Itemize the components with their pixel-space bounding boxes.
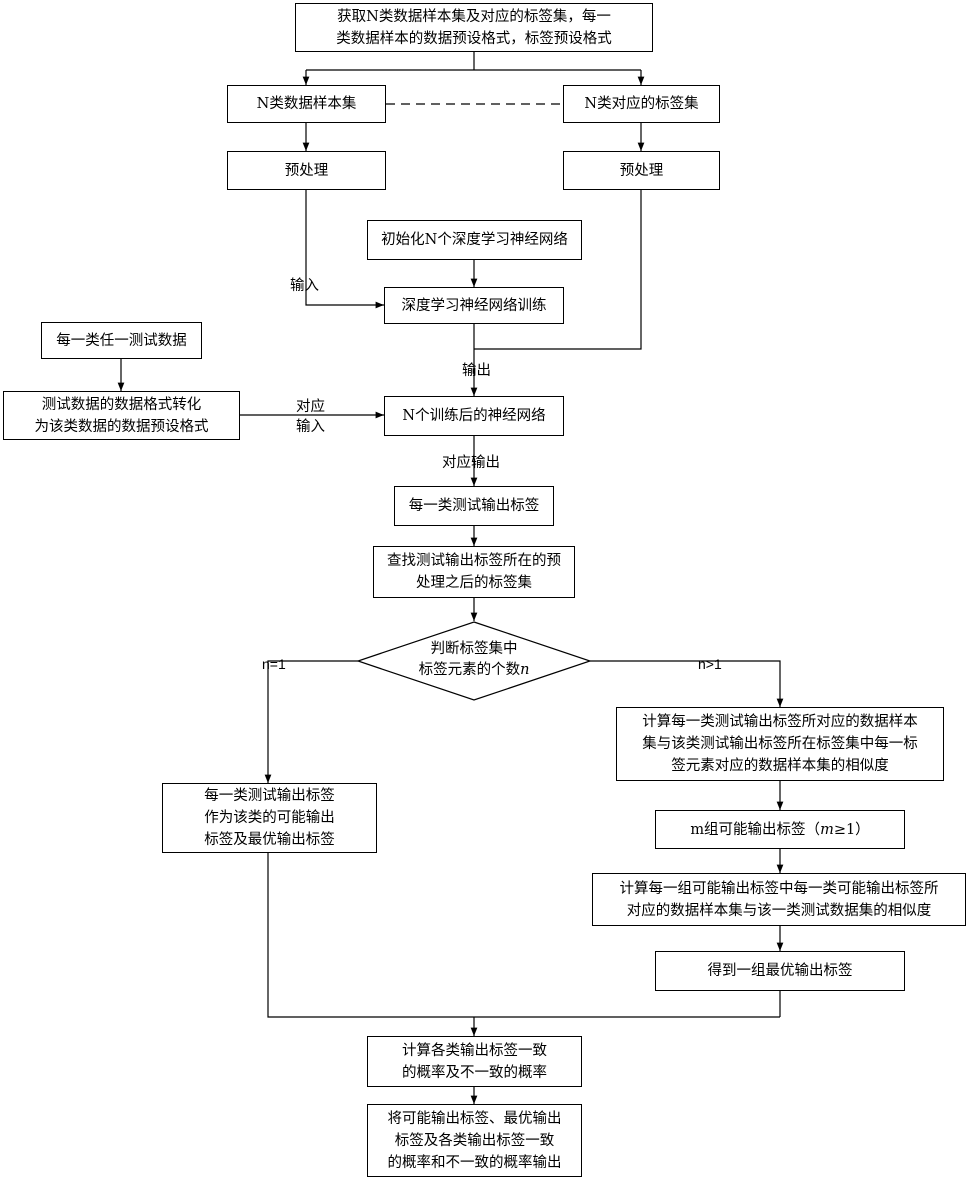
label-set-box: N类对应的标签集 [563,85,720,123]
edge-label-corresponding-input: 对应 输入 [296,397,325,437]
corresponding-input-line-1: 对应 [296,397,325,417]
final-line-3: 的概率和不一致的概率输出 [388,1152,562,1174]
acquire-line-2: 类数据样本的数据预设格式，标签预设格式 [336,28,612,50]
as-optimal-line-1: 每一类测试输出标签 [204,785,335,807]
init-network-label: 初始化N个深度学习神经网络 [381,229,568,251]
decision-line-1: 判断标签集中 [384,639,564,660]
edge-label-corresponding-output: 对应输出 [442,453,500,473]
label-set-label: N类对应的标签集 [584,93,698,115]
as-optimal-line-2: 作为该类的可能输出 [204,807,335,829]
preprocess-left-label: 预处理 [285,160,329,182]
probability-line-2: 的概率及不一致的概率 [402,1062,547,1084]
similarity-2-line-2: 对应的数据样本集与该一类测试数据集的相似度 [620,900,939,922]
acquire-box: 获取N类数据样本集及对应的标签集，每一 类数据样本的数据预设格式，标签预设格式 [295,3,653,52]
similarity-2-box: 计算每一组可能输出标签中每一类可能输出标签所 对应的数据样本集与该一类测试数据集… [592,873,966,926]
decision-var-n: n [520,662,529,678]
decision-line-2-text: 标签元素的个数 [419,662,521,678]
similarity-1-box: 计算每一类测试输出标签所对应的数据样本 集与该类测试输出标签所在标签集中每一标 … [616,707,944,781]
m-groups-label: m组可能输出标签（m≥1） [690,819,869,841]
m-groups-suffix: ≥1） [834,822,870,838]
m-groups-var: m [820,822,834,838]
find-line-2: 处理之后的标签集 [387,572,561,594]
similarity-1-line-3: 签元素对应的数据样本集的相似度 [642,755,918,777]
test-data-label: 每一类任一测试数据 [56,330,187,352]
acquire-line-1: 获取N类数据样本集及对应的标签集，每一 [336,6,612,28]
edge-decision-ngt1 [590,661,780,707]
test-output-box: 每一类测试输出标签 [394,486,554,526]
edge-preprocess-right-to-trained [474,190,641,349]
as-optimal-line-3: 标签及最优输出标签 [204,829,335,851]
trained-network-box: N个训练后的神经网络 [384,396,564,436]
as-optimal-box: 每一类测试输出标签 作为该类的可能输出 标签及最优输出标签 [162,783,377,853]
decision-text: 判断标签集中 标签元素的个数n [384,639,564,681]
edge-decision-n1 [268,661,358,783]
m-groups-prefix: m组可能输出标签（ [690,822,820,838]
similarity-1-line-2: 集与该类测试输出标签所在标签集中每一标 [642,733,918,755]
test-data-box: 每一类任一测试数据 [41,322,202,359]
convert-box: 测试数据的数据格式转化 为该类数据的数据预设格式 [3,391,240,440]
m-groups-box: m组可能输出标签（m≥1） [655,810,905,849]
preprocess-right-box: 预处理 [563,151,720,190]
train-box: 深度学习神经网络训练 [384,287,564,324]
final-line-2: 标签及各类输出标签一致 [388,1130,562,1152]
corresponding-input-line-2: 输入 [296,417,325,437]
probability-line-1: 计算各类输出标签一致 [402,1040,547,1062]
final-line-1: 将可能输出标签、最优输出 [388,1108,562,1130]
convert-line-1: 测试数据的数据格式转化 [35,394,209,416]
edge-label-n-eq-1: n=1 [262,654,286,674]
edge-label-n-gt-1: n>1 [698,654,722,674]
decision-line-2: 标签元素的个数n [384,660,564,681]
edge-label-input: 输入 [290,276,319,296]
probability-box: 计算各类输出标签一致 的概率及不一致的概率 [367,1036,582,1087]
preprocess-left-box: 预处理 [227,151,386,190]
similarity-1-line-1: 计算每一类测试输出标签所对应的数据样本 [642,711,918,733]
find-labelset-box: 查找测试输出标签所在的预 处理之后的标签集 [373,546,575,598]
similarity-2-line-1: 计算每一组可能输出标签中每一类可能输出标签所 [620,878,939,900]
test-output-label: 每一类测试输出标签 [409,495,540,517]
sample-set-label: N类数据样本集 [257,93,357,115]
trained-network-label: N个训练后的神经网络 [402,405,545,427]
train-label: 深度学习神经网络训练 [402,295,547,317]
sample-set-box: N类数据样本集 [227,85,386,123]
init-network-box: 初始化N个深度学习神经网络 [367,220,582,260]
find-line-1: 查找测试输出标签所在的预 [387,550,561,572]
best-group-label: 得到一组最优输出标签 [708,960,853,982]
convert-line-2: 为该类数据的数据预设格式 [35,416,209,438]
edge-label-output: 输出 [462,361,491,381]
final-output-box: 将可能输出标签、最优输出 标签及各类输出标签一致 的概率和不一致的概率输出 [367,1104,582,1177]
best-group-box: 得到一组最优输出标签 [655,951,905,991]
preprocess-right-label: 预处理 [620,160,664,182]
